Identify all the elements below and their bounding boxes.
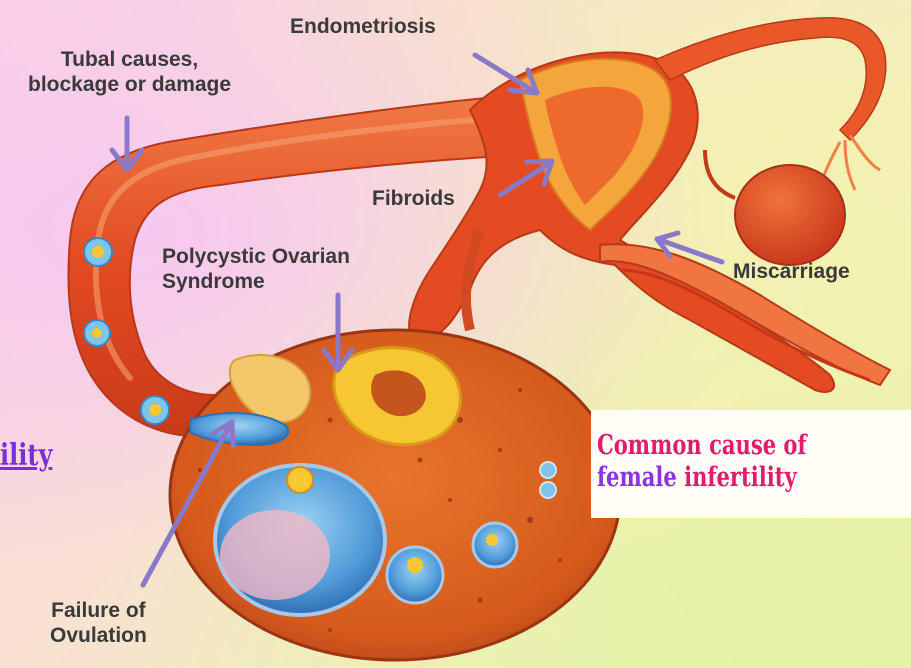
follicle xyxy=(540,462,556,478)
follicle xyxy=(387,547,443,603)
callout-rest: infertility xyxy=(677,462,797,493)
callout-highlight: female xyxy=(597,462,677,493)
callout-line1: Common cause of xyxy=(597,430,850,462)
right-ovary xyxy=(735,165,845,265)
label-miscarriage: Miscarriage xyxy=(733,259,850,284)
label-endometriosis: Endometriosis xyxy=(290,14,436,39)
follicle xyxy=(540,482,556,498)
label-pcos: Polycystic Ovarian Syndrome xyxy=(162,244,350,294)
label-tubal-causes: Tubal causes, blockage or damage xyxy=(28,47,231,97)
callout-box: Common cause of female infertility xyxy=(591,410,911,518)
callout-line2: female infertility xyxy=(597,462,850,494)
label-failure-of-ovulation: Failure of Ovulation xyxy=(50,598,147,648)
side-title-fragment: ility xyxy=(0,438,52,473)
label-fibroids: Fibroids xyxy=(372,186,455,211)
